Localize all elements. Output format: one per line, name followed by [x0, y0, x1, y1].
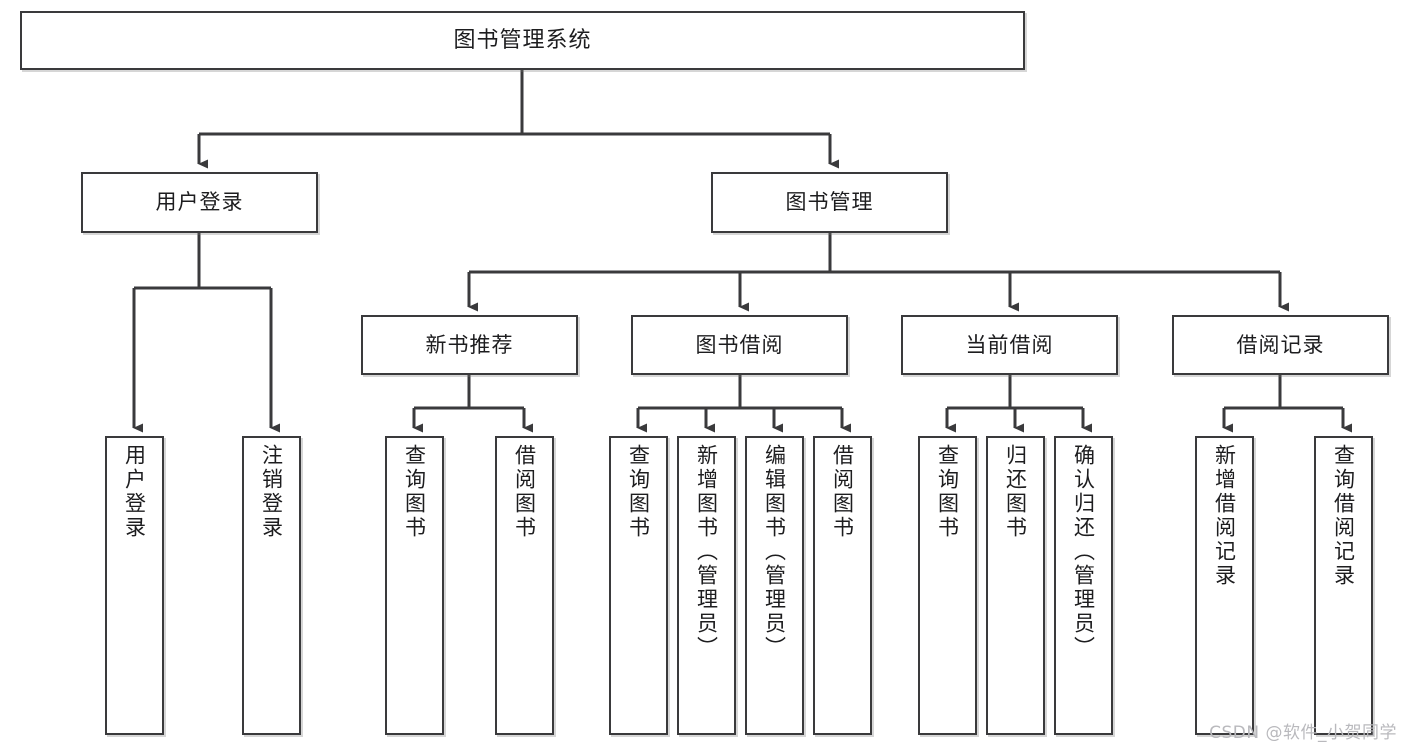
node-label: 查询图书 — [935, 444, 960, 540]
leaf-user-login-signin[interactable]: 用户登录 — [105, 436, 164, 735]
node-label: 注销登录 — [259, 444, 284, 540]
leaf-user-login-signout[interactable]: 注销登录 — [242, 436, 301, 735]
node-label: 借阅图书 — [512, 444, 537, 540]
leaf-borrow-add-book-admin[interactable]: 新增图书（管理员） — [677, 436, 736, 735]
node-borrow-record[interactable]: 借阅记录 — [1172, 315, 1389, 375]
node-label: 借阅记录 — [1236, 332, 1325, 357]
node-label: 用户登录 — [122, 444, 147, 540]
leaf-borrow-borrow-book[interactable]: 借阅图书 — [813, 436, 872, 735]
node-book-management[interactable]: 图书管理 — [711, 172, 948, 233]
node-label: 查询借阅记录 — [1331, 444, 1356, 588]
node-label: 当前借阅 — [965, 332, 1054, 357]
node-label: 新书推荐 — [425, 332, 514, 357]
node-new-book-recommend[interactable]: 新书推荐 — [361, 315, 578, 375]
node-root-system[interactable]: 图书管理系统 — [20, 11, 1025, 70]
leaf-current-query-book[interactable]: 查询图书 — [918, 436, 977, 735]
node-current-borrow[interactable]: 当前借阅 — [901, 315, 1118, 375]
node-label: 查询图书 — [402, 444, 427, 540]
leaf-borrow-query-book[interactable]: 查询图书 — [609, 436, 668, 735]
node-label: 查询图书 — [626, 444, 651, 540]
csdn-watermark: CSDN @软件_小贺同学 — [1209, 723, 1397, 743]
leaf-recommend-borrow-book[interactable]: 借阅图书 — [495, 436, 554, 735]
node-label: 新增借阅记录 — [1212, 444, 1237, 588]
leaf-record-add-record[interactable]: 新增借阅记录 — [1195, 436, 1254, 735]
node-label: 编辑图书（管理员） — [762, 444, 787, 660]
node-label: 图书管理系统 — [453, 27, 592, 53]
node-label: 确认归还（管理员） — [1071, 444, 1096, 660]
leaf-current-confirm-return-admin[interactable]: 确认归还（管理员） — [1054, 436, 1113, 735]
node-label: 借阅图书 — [830, 444, 855, 540]
node-label: 归还图书 — [1003, 444, 1028, 540]
leaf-current-return-book[interactable]: 归还图书 — [986, 436, 1045, 735]
node-label: 图书管理 — [785, 190, 874, 215]
node-user-login[interactable]: 用户登录 — [81, 172, 318, 233]
leaf-recommend-query-book[interactable]: 查询图书 — [385, 436, 444, 735]
node-label: 新增图书（管理员） — [694, 444, 719, 660]
node-label: 图书借阅 — [695, 332, 784, 357]
node-book-borrow[interactable]: 图书借阅 — [631, 315, 848, 375]
node-label: 用户登录 — [155, 190, 244, 215]
leaf-record-query-record[interactable]: 查询借阅记录 — [1314, 436, 1373, 735]
leaf-borrow-edit-book-admin[interactable]: 编辑图书（管理员） — [745, 436, 804, 735]
